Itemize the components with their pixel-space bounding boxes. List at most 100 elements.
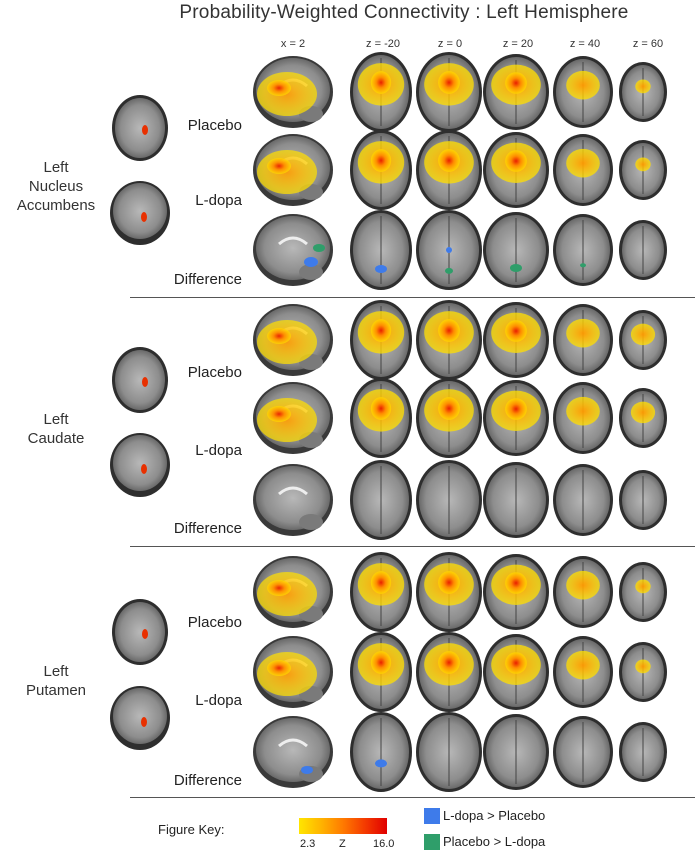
roi-axial-thumbnail-tissue [115,350,165,410]
sagittal-slice-activation [257,398,317,442]
axial-slice-activation-core [505,398,527,420]
row-label-difference: Difference [173,271,242,288]
axial-slice-activation [566,396,600,426]
axial-slice-activation [566,148,600,178]
roi-line-2: Nucleus [28,178,84,195]
sagittal-slice-corpus-callosum [278,738,308,748]
axial-slice-activation-core [370,149,392,172]
roi-coronal-thumbnail-tissue [113,435,167,491]
roi-marker [142,629,148,639]
axial-slice-activation-core [438,149,460,172]
sagittal-slice-corpus-callosum [278,236,308,246]
axial-slice-activation [630,401,656,424]
column-header-x2: x = 2 [280,38,306,50]
axial-slice-green-cluster [580,263,586,268]
legend-swatch-ldopa-gt-placebo [424,808,440,824]
axial-slice-activation [635,157,651,172]
sagittal-slice-activation-core [267,80,291,96]
axial-slice-activation [635,579,651,594]
sagittal-slice-tissue [256,466,330,530]
z-colorbar [299,818,387,834]
roi-axial-thumbnail-tissue [115,98,165,158]
figure-key-label: Figure Key: [158,822,225,837]
colorbar-min-label: 2.3 [300,838,316,850]
legend-label-placebo-gt-ldopa: Placebo > L-dopa [443,834,546,849]
axial-slice-activation [566,318,600,348]
sagittal-slice-activation [257,72,317,116]
axial-slice-activation-core [438,71,460,94]
roi-line-3: Accumbens [16,197,96,214]
axial-slice-activation [635,659,651,674]
sagittal-slice-activation-core [267,660,291,676]
sagittal-slice-activation-core [267,580,291,596]
axial-slice-activation [566,70,600,100]
roi-marker [141,464,147,474]
group-separator [130,546,695,547]
sagittal-slice-corpus-callosum [278,486,308,496]
roi-axial-thumbnail-tissue [115,602,165,662]
axial-slice-activation-core [438,397,460,420]
row-label-ldopa: L-dopa [195,692,242,709]
roi-marker [141,717,147,727]
row-label-difference: Difference [173,772,242,789]
group-separator [130,797,695,798]
roi-label-nucleus-accumbens: Left Nucleus Accumbens [6,158,106,215]
axial-slice-activation-core [505,72,527,94]
sagittal-slice-activation [257,320,317,364]
axial-slice-activation-core [370,651,392,674]
axial-slice-activation [630,323,656,346]
sagittal-slice-activation-core [267,158,291,174]
roi-marker [141,212,147,222]
axial-slice-activation-core [505,150,527,172]
legend-swatch-placebo-gt-ldopa [424,834,440,850]
roi-line-2: Putamen [25,682,87,699]
roi-label-putamen: Left Putamen [6,662,106,700]
axial-slice-activation [566,570,600,600]
roi-line-1: Left [43,411,69,428]
axial-slice-activation-core [370,319,392,342]
row-label-placebo: Placebo [187,364,242,381]
roi-label-caudate: Left Caudate [6,410,106,448]
column-header-z60: z = 60 [632,38,664,50]
roi-marker [142,377,148,387]
column-header-z40: z = 40 [569,38,601,50]
colorbar-axis-label: Z [339,838,346,850]
axial-slice-activation-core [505,320,527,342]
sagittal-slice-activation-core [267,328,291,344]
column-header-z20: z = 20 [502,38,534,50]
sagittal-slice-green-cluster [313,244,325,252]
axial-slice-activation-core [438,571,460,594]
axial-slice-activation-core [438,651,460,674]
roi-line-1: Left [43,159,69,176]
roi-coronal-thumbnail-tissue [113,183,167,239]
axial-slice-blue-cluster [375,759,387,768]
roi-coronal-thumbnail-tissue [113,688,167,744]
sagittal-slice-cerebellum [299,264,323,280]
sagittal-slice-activation [257,572,317,616]
colorbar-max-label: 16.0 [373,838,395,850]
sagittal-slice-activation [257,150,317,194]
axial-slice-activation [566,650,600,680]
roi-line-1: Left [43,663,69,680]
row-label-ldopa: L-dopa [195,192,242,209]
sagittal-slice-tissue [256,718,330,782]
figure-title: Probability-Weighted Connectivity : Left… [179,2,629,23]
sagittal-slice-activation [257,652,317,696]
sagittal-slice-cerebellum [299,514,323,530]
column-header-z-20: z = -20 [366,38,400,50]
row-label-difference: Difference [173,520,242,537]
group-separator [130,297,695,298]
axial-slice-activation-core [505,652,527,674]
sagittal-slice-activation-core [267,406,291,422]
roi-line-2: Caudate [27,430,85,447]
row-label-ldopa: L-dopa [195,442,242,459]
axial-slice-activation-core [370,571,392,594]
axial-slice-blue-cluster [375,265,387,273]
axial-slice-blue-cluster [446,247,452,253]
row-label-placebo: Placebo [187,117,242,134]
sagittal-slice-blue-cluster [304,257,318,267]
column-header-z0: z = 0 [437,38,463,50]
axial-slice-activation-core [438,319,460,342]
axial-slice-activation [635,79,651,94]
